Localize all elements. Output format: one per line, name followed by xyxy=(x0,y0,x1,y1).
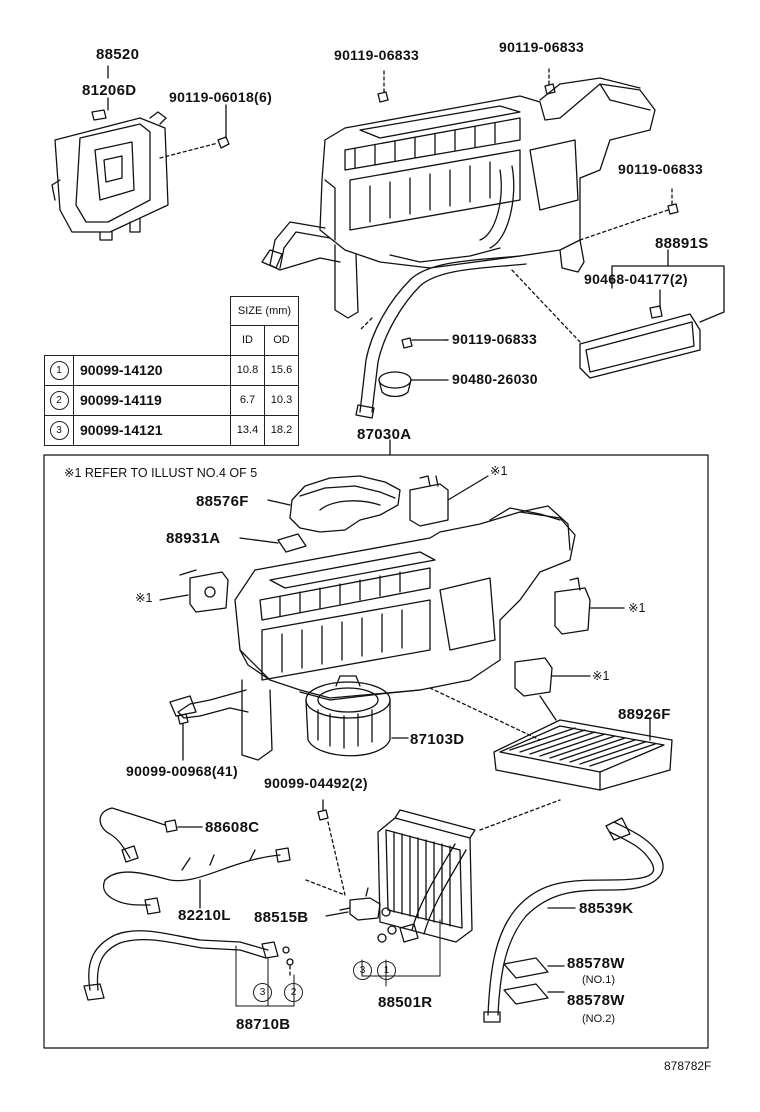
part-label: 88578W xyxy=(567,992,625,1009)
ac-amplifier-88520 xyxy=(51,109,169,241)
part-label: 88710B xyxy=(236,1016,291,1033)
part-label: 90119-06018(6) xyxy=(169,89,273,105)
part-label: 88891S xyxy=(655,235,709,252)
ref-mark: ※1 xyxy=(135,591,153,605)
part-label: 88926F xyxy=(618,706,671,723)
part-label: 82210L xyxy=(178,907,231,924)
part-label: 88608C xyxy=(205,819,260,836)
evaporator xyxy=(377,809,476,943)
part-label: 90468-04177(2) xyxy=(584,271,688,287)
part-label: 88931A xyxy=(166,530,221,547)
ref-mark: ※1 xyxy=(490,464,508,478)
circle-ref-1: 1 xyxy=(377,960,396,980)
part-label: 87103D xyxy=(410,731,465,748)
part-label: 87030A xyxy=(357,426,412,443)
size-header: SIZE (mm) xyxy=(230,296,299,326)
table-row: 3 90099-14121 13.4 18.2 xyxy=(44,414,299,446)
circle-ref-3: 3 xyxy=(353,960,372,980)
part-label: 90119-06833 xyxy=(618,161,704,177)
table-row: 1 90099-14120 10.8 15.6 xyxy=(44,354,299,386)
circle-ref-2: 2 xyxy=(284,982,303,1002)
seal-number-note: (NO.2) xyxy=(582,1013,615,1025)
part-label: 90119-06833 xyxy=(334,47,420,63)
part-label: 90099-04492(2) xyxy=(264,775,368,791)
part-label: 88578W xyxy=(567,955,625,972)
part-label: 88539K xyxy=(579,900,634,917)
col-id-header: ID xyxy=(230,325,265,356)
part-label: 90119-06833 xyxy=(499,39,585,55)
seal-number-note: (NO.1) xyxy=(582,974,615,986)
blower-motor xyxy=(305,675,391,757)
part-label: 81206D xyxy=(82,82,137,99)
heater-unit-assembly xyxy=(234,505,576,701)
part-label: 88515B xyxy=(254,909,309,926)
heater-unit-top xyxy=(319,77,656,269)
part-label: 88501R xyxy=(378,994,433,1011)
part-label: 88520 xyxy=(96,46,140,63)
ref-mark: ※1 xyxy=(592,669,610,683)
ref-mark: ※1 xyxy=(628,601,646,615)
table-row: 2 90099-14119 6.7 10.3 xyxy=(44,384,299,416)
o-ring-size-table: SIZE (mm) ID OD 1 90099-14120 10.8 15.6 … xyxy=(44,296,299,446)
part-label: 90480-26030 xyxy=(452,371,538,387)
part-label: 90119-06833 xyxy=(452,331,538,347)
part-label: 88576F xyxy=(196,493,249,510)
cabin-filter xyxy=(493,719,673,791)
col-od-header: OD xyxy=(264,325,299,356)
part-label: 90099-00968(41) xyxy=(126,763,238,779)
figure-code: 878782F xyxy=(664,1059,712,1073)
circle-ref-3: 3 xyxy=(253,982,272,1002)
refer-note: ※1 REFER TO ILLUST NO.4 OF 5 xyxy=(64,466,258,480)
